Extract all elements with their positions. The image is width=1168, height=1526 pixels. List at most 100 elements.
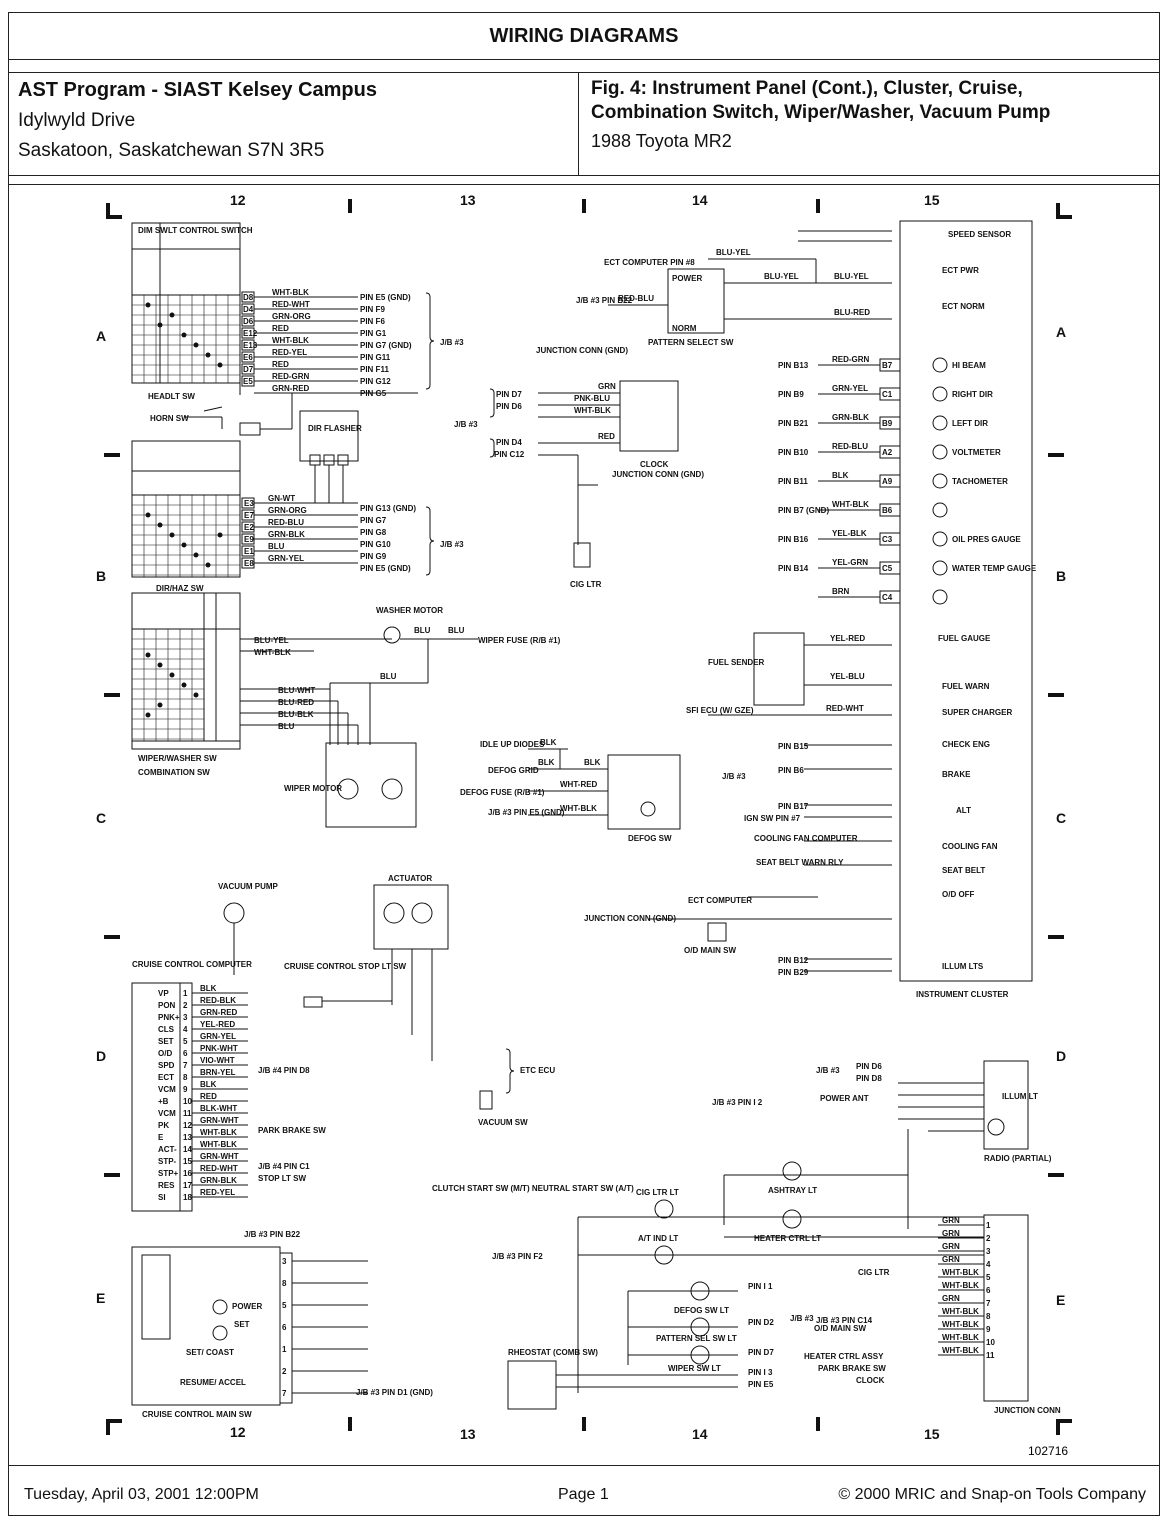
wire-color-label: WHT-BLK (560, 804, 597, 813)
wire-color-label: GRN (942, 1216, 960, 1225)
seat-belt-warn-rly-label: SEAT BELT WARN RLY (756, 858, 844, 867)
corner-mark (1056, 203, 1072, 219)
fuel-warn-label: FUEL WARN (942, 682, 990, 691)
terminal (241, 303, 255, 315)
pin-label: J/B #3 (816, 1066, 840, 1075)
rheostat-label: RHEOSTAT (COMB SW) (508, 1348, 598, 1357)
pin-label: PIN B21 (778, 419, 809, 428)
fuel-sender-label: FUEL SENDER (708, 658, 765, 667)
terminal-label: D8 (243, 293, 254, 302)
indicator-label: WATER TEMP GAUGE (952, 564, 1037, 573)
cruise-pin-label: O/D (158, 1049, 172, 1058)
wire-color-label: GRN (942, 1255, 960, 1264)
dim-sw-label: DIM SW (138, 226, 168, 235)
pin-label: PIN I 1 (748, 1282, 773, 1291)
wire-color-label: RED-BLU (618, 294, 654, 303)
fuel-gauge-label: FUEL GAUGE (938, 634, 991, 643)
defog-sw-lt-label: DEFOG SW LT (674, 1306, 729, 1315)
terminal (879, 416, 901, 430)
defog-grid-label: DEFOG GRID (488, 766, 539, 775)
indicator-label: HI BEAM (952, 361, 986, 370)
page-frame (8, 12, 1160, 1516)
indicator-label: LEFT DIR (952, 419, 988, 428)
grid-row-label: C (1056, 810, 1066, 826)
terminal (879, 474, 901, 488)
wire-color-label: RED-WHT (826, 704, 864, 713)
wire-color-label: RED (200, 1092, 217, 1101)
actuator-label: ACTUATOR (388, 874, 432, 883)
pin-label: PIN B10 (778, 448, 809, 457)
cruise-pin-number: 1 (183, 989, 188, 998)
contact-dot (169, 312, 175, 318)
pin-label: PIN B7 (GND) (778, 506, 829, 515)
cig-ltr-lt-label: CIG LTR LT (636, 1188, 679, 1197)
norm-label: NORM (672, 324, 697, 333)
wire-color-label: RED-BLK (200, 996, 236, 1005)
cruise-pin-label: STP- (158, 1157, 177, 1166)
wire-color-label: WHT-BLK (254, 648, 291, 657)
wire-color-label: RED-GRN (832, 355, 870, 364)
cruise-pin-number: 2 (183, 1001, 188, 1010)
terminal-label: B6 (882, 506, 893, 515)
header-block: AST Program - SIAST Kelsey Campus Idylwy… (8, 72, 1160, 176)
pin-label: J/B #3 PIN B22 (576, 296, 633, 305)
cruise-pin-number: 15 (183, 1157, 192, 1166)
pin-label: PIN B13 (778, 361, 809, 370)
pattern-sel-sw-lt-label: PATTERN SEL SW LT (656, 1334, 737, 1343)
wire-color-label: RED (598, 432, 615, 441)
junction-conn-label: JUNCTION CONN (GND) (536, 346, 628, 355)
terminal-label: 4 (986, 1260, 991, 1269)
header-address: AST Program - SIAST Kelsey Campus Idylwy… (18, 79, 578, 170)
grid-col-label: 15 (924, 1426, 940, 1442)
cruise-pin-label: SPD (158, 1061, 175, 1070)
pin-label: J/B #3 PIN I 2 (712, 1098, 763, 1107)
cruise-pin-number: 13 (183, 1133, 192, 1142)
pin-label: PIN G10 (360, 540, 391, 549)
terminal (241, 509, 255, 521)
grid-col-label: 13 (460, 192, 476, 208)
indicator-label: RIGHT DIR (952, 390, 993, 399)
pin-label: PIN B11 (778, 477, 808, 486)
wire-color-label: GRN-RED (200, 1008, 238, 1017)
wiring-diagram-svg: 12 13 14 15 12 13 14 15 A B C D E A B C … (96, 192, 1072, 1458)
figure-caption: Fig. 4: Instrument Panel (Cont.), Cluste… (578, 73, 1158, 175)
cig-ltr-label-2: CIG LTR (858, 1268, 890, 1277)
terminal (241, 545, 255, 557)
wire-color-label: BLU-YEL (834, 272, 869, 281)
cruise-pin-number: 5 (183, 1037, 188, 1046)
contact-dot (205, 352, 211, 358)
pin-label: PIN G11 (360, 353, 391, 362)
cruise-pin-label: PON (158, 1001, 176, 1010)
corner-mark (1056, 1419, 1072, 1435)
terminal-label: C3 (882, 535, 893, 544)
grid-col-label: 12 (230, 192, 246, 208)
pin-label: PIN B12 (778, 956, 809, 965)
grid-col-label: 13 (460, 1426, 476, 1442)
terminal-label: 6 (282, 1323, 287, 1332)
park-brake-sw-label-2: PARK BRAKE SW (818, 1364, 886, 1373)
lt-control-switch-label: LT CONTROL SWITCH (168, 226, 253, 235)
pin-label: PIN D7 (748, 1348, 774, 1357)
corner-mark (106, 203, 122, 219)
wire-color-label: VIO-WHT (200, 1056, 235, 1065)
pin-label: PIN I 3 (748, 1368, 773, 1377)
speed-sensor-label: SPEED SENSOR (948, 230, 1011, 239)
cruise-pin-label: SET (158, 1037, 174, 1046)
grid-row-label: B (96, 568, 106, 584)
corner-mark (106, 1419, 122, 1435)
wire-color-label: WHT-BLK (942, 1333, 979, 1342)
wiper-washer-sw-label: WIPER/WASHER SW (138, 754, 217, 763)
contact-dot (193, 552, 199, 558)
terminal-label: 8 (986, 1312, 991, 1321)
junction-conn-label-3: JUNCTION CONN (994, 1406, 1061, 1415)
terminal-label: E1 (244, 547, 254, 556)
cruise-pin-label: RES (158, 1181, 175, 1190)
footer-page: Page 1 (558, 1486, 609, 1503)
pin-label: PIN D2 (748, 1318, 774, 1327)
contact-dot (157, 322, 163, 328)
contact-dot (193, 692, 199, 698)
wire-color-label: WHT-BLK (200, 1128, 237, 1137)
wire-color-label: GRN-BLK (268, 530, 305, 539)
cruise-pin-number: 3 (183, 1013, 188, 1022)
terminal-label: 5 (986, 1273, 991, 1282)
